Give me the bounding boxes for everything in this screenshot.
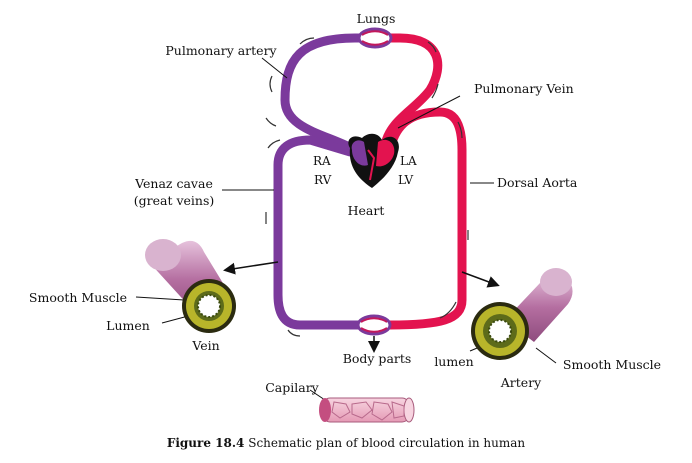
caption-figure-number: Figure 18.4 [166,436,245,450]
flow-arrows [265,37,469,337]
pulmonary-vein-vessel [377,33,443,150]
heart-icon [348,133,399,188]
venae-cavae-vessel [273,135,363,330]
label-vein: Vein [191,338,219,353]
label-capillary: Capilary [265,380,319,395]
capillary-tube [319,397,415,423]
label-lungs: Lungs [357,11,396,26]
label-artery: Artery [500,375,542,390]
pulmonary-artery-vessel [280,33,373,155]
label-great-veins: (great veins) [134,193,215,208]
label-pulmonary-artery: Pulmonary artery [165,43,277,58]
branch-pointers [223,261,500,353]
label-venae-cavae: Venaz cavae [134,176,213,191]
label-body-parts: Body parts [343,351,412,366]
figure-caption: Figure 18.4 Schematic plan of blood circ… [0,436,692,450]
dorsal-aorta-vessel [385,107,467,330]
lung-capillary-icon [357,27,393,49]
label-smooth-muscle-vein: Smooth Muscle [29,290,127,305]
label-dorsal-aorta: Dorsal Aorta [497,175,578,190]
label-lumen-artery: lumen [434,354,473,369]
label-smooth-muscle-artery: Smooth Muscle [563,357,661,372]
body-capillary-icon [356,314,392,336]
label-heart: Heart [348,203,385,218]
label-lv: LV [398,173,414,187]
label-rv: RV [314,173,332,187]
artery-cross-section [471,268,573,360]
label-pulmonary-vein: Pulmonary Vein [474,81,574,96]
label-la: LA [400,154,417,168]
vein-cross-section [145,239,236,333]
label-lumen-vein: Lumen [106,318,150,333]
caption-text: Schematic plan of blood circulation in h… [248,436,526,450]
label-ra: RA [313,154,331,168]
